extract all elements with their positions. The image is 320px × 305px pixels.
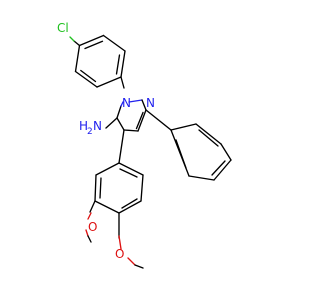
c4-aryl-bond [118,129,125,164]
aryl-n1-bond [120,76,125,89]
o-ch3-bond-o-part-1 [85,229,89,237]
c-nh2-bond [105,117,118,129]
amine-label: H 2 N [79,119,102,137]
c3-phenyl-bond [145,109,172,131]
amine-n-label: N [93,119,102,133]
molecule-structure: Cl N N H 2 N O O [57,21,232,269]
nitrogen-1-label: N [122,96,131,110]
pyrazole-ring [116,99,147,132]
oxygen-3-label: O [88,220,97,234]
c-cl-bond-cl-part [69,36,75,42]
c-cl-bond [73,40,81,47]
nitrogen-2-label: N [146,96,155,110]
oxygen-4-label: O [115,247,124,261]
chlorine-label: Cl [57,21,69,35]
amine-subscript-label: 2 [87,127,93,137]
dimethoxyphenyl-ring [94,162,144,214]
phenyl-ring [170,123,232,181]
o-ch3-bond-o-part-2 [127,257,136,266]
c3-o-bond [89,200,96,213]
molecule-canvas: Cl N N H 2 N O O [57,21,232,269]
chlorophenyl-ring [74,34,126,88]
c3-o-bond-o-part [87,212,92,220]
o-ch3-bond-1 [87,235,92,243]
c4-o-bond-o-part [118,235,122,250]
amine-h-label: H [79,119,88,133]
o-ch3-bond-2 [134,264,144,269]
